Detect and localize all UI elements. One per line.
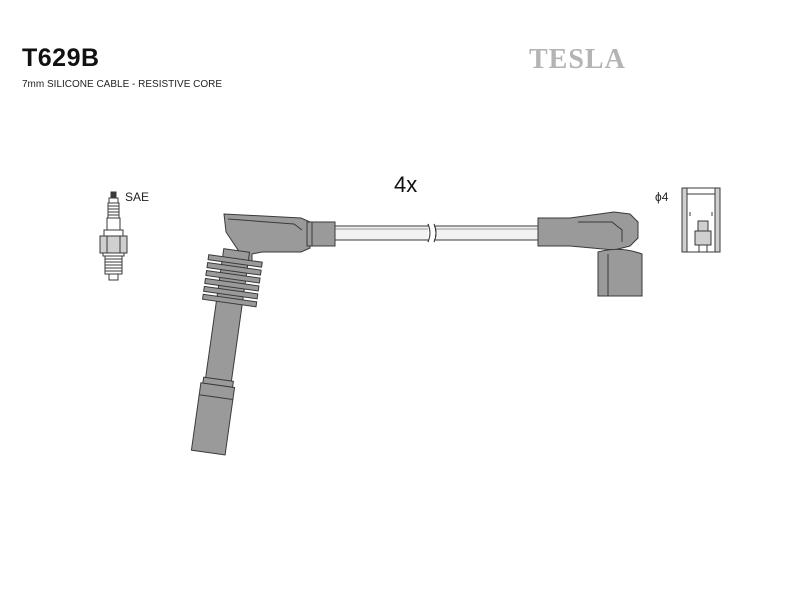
plug-boot-connector [190,213,336,456]
spark-plug-label: SAE [125,190,149,204]
terminal-icon [681,187,721,253]
spark-plug-icon [99,191,128,281]
quantity-label: 4x [394,172,417,197]
ignition-cable [333,223,539,243]
coil-boot-connector [537,211,643,297]
brand-logo: TESLA [529,44,626,75]
terminal-diameter-label: ϕ4 [655,190,669,204]
cable-spec: 7mm SILICONE CABLE - RESISTIVE CORE [22,79,223,90]
part-code: T629B [22,44,100,72]
